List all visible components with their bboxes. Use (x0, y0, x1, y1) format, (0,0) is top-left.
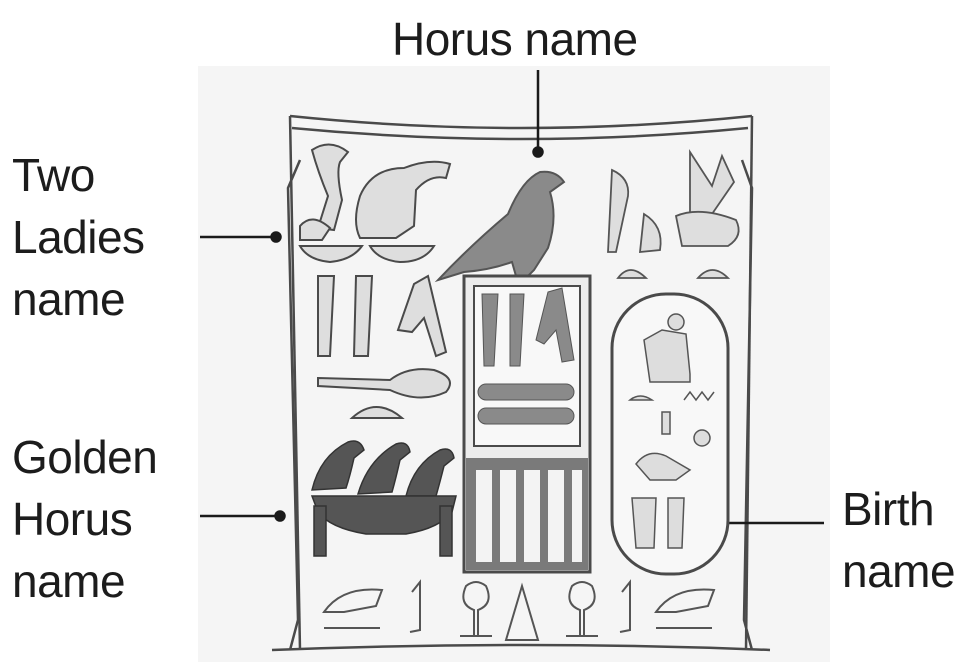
cartouche-glyph-1 (632, 498, 656, 548)
reed-2-icon (354, 276, 372, 356)
serekh-bar-2 (478, 408, 574, 424)
two-ladies-pointer-dot (272, 233, 281, 242)
serekh-bar-1 (478, 384, 574, 400)
serekh (464, 276, 590, 572)
bee-body-icon (676, 212, 739, 246)
reed-1-icon (318, 276, 334, 356)
circle-sign-icon (694, 430, 710, 446)
cartouche (612, 294, 728, 574)
gold-collar-left-post (314, 506, 326, 556)
golden-horus-pointer-dot (276, 512, 285, 521)
gold-collar-right-post (440, 506, 452, 556)
cartouche-glyph-2 (668, 498, 684, 548)
seated-god-icon (644, 330, 690, 382)
sun-disk-icon (668, 314, 684, 330)
reed-small-icon (662, 412, 670, 434)
horus-pointer-dot (534, 148, 543, 157)
